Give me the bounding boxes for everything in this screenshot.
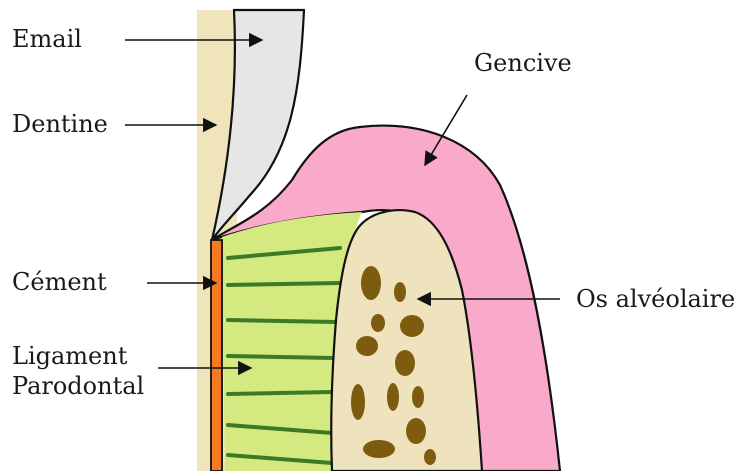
label-dentine: Dentine <box>12 110 108 138</box>
label-ligament-line1: Ligament <box>12 342 127 370</box>
label-os-alveolaire: Os alvéolaire <box>576 285 735 313</box>
cement-region <box>211 240 222 471</box>
label-gencive: Gencive <box>474 49 572 77</box>
label-ligament-line2: Parodontal <box>12 372 144 400</box>
label-email: Email <box>12 25 82 53</box>
label-cement: Cément <box>12 268 107 296</box>
